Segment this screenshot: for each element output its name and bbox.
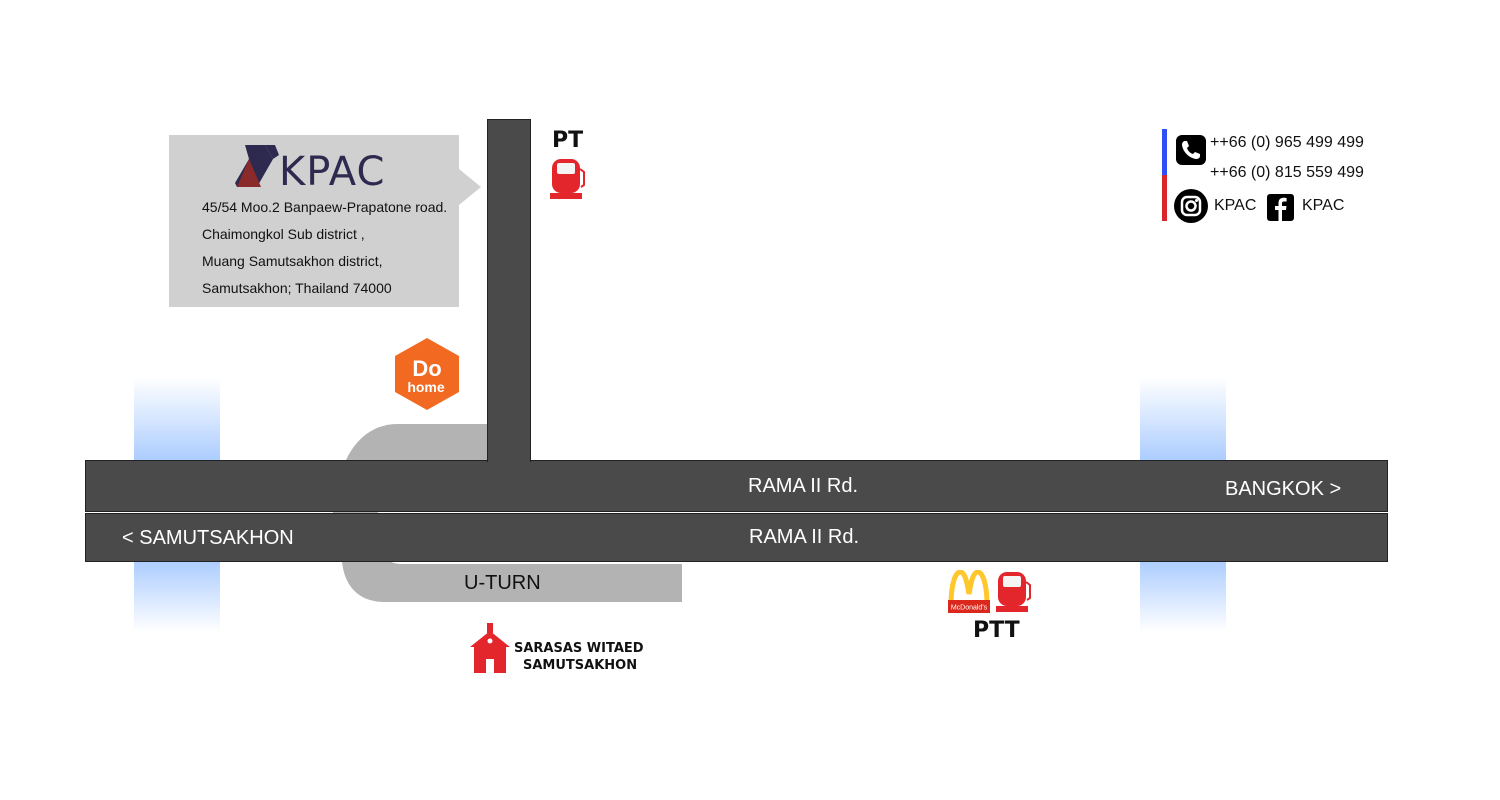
dohome-logo: Do home bbox=[395, 338, 459, 410]
fuel-pump-icon bbox=[550, 159, 585, 199]
instagram-icon[interactable] bbox=[1174, 189, 1208, 223]
kpac-brand-text: KPAC bbox=[279, 149, 386, 195]
kpac-logo bbox=[235, 145, 279, 187]
contact-accent-bar bbox=[1162, 129, 1167, 221]
mcdonalds-logo: McDonald's bbox=[948, 570, 990, 613]
facebook-handle[interactable]: KPAC bbox=[1302, 197, 1345, 214]
address-line-2: Chaimongkol Sub district , bbox=[202, 226, 365, 242]
direction-bangkok: BANGKOK > bbox=[1225, 478, 1342, 500]
school-name-line2: SAMUTSAKHON bbox=[523, 658, 638, 673]
direction-samutsakhon: < SAMUTSAKHON bbox=[122, 527, 294, 549]
ptt-label: PTT bbox=[973, 618, 1020, 643]
mcdonalds-sign-text: McDonald's bbox=[951, 605, 988, 612]
kpac-address-card: KPAC 45/54 Moo.2 Banpaew-Prapatone road.… bbox=[169, 135, 459, 307]
uturn-lane bbox=[342, 560, 682, 602]
lower-road-label: RAMA II Rd. bbox=[749, 526, 860, 548]
rama-ii-road-upper bbox=[85, 460, 1388, 512]
school-icon bbox=[470, 623, 510, 673]
upper-road-label: RAMA II Rd. bbox=[748, 475, 859, 497]
address-line-4: Samutsakhon; Thailand 74000 bbox=[202, 280, 392, 296]
banpaew-road-vertical bbox=[487, 119, 531, 462]
fuel-pump-icon bbox=[996, 572, 1031, 612]
facebook-icon[interactable] bbox=[1267, 194, 1294, 221]
canal-left-north bbox=[134, 378, 220, 462]
rama-ii-road-lower bbox=[85, 513, 1388, 562]
dohome-logo-text-bottom: home bbox=[407, 379, 445, 395]
address-line-1: 45/54 Moo.2 Banpaew-Prapatone road. bbox=[202, 199, 448, 215]
uturn-label: U-TURN bbox=[464, 572, 541, 594]
instagram-handle[interactable]: KPAC bbox=[1214, 197, 1257, 214]
dohome-logo-text-top: Do bbox=[412, 356, 441, 381]
card-pointer bbox=[459, 169, 481, 205]
canal-right-south bbox=[1140, 560, 1226, 632]
canal-right-north bbox=[1140, 378, 1226, 462]
pt-label: PT bbox=[552, 128, 584, 153]
canal-left-south bbox=[134, 560, 220, 632]
phone-number-2[interactable]: ++66 (0) 815 559 499 bbox=[1210, 164, 1364, 181]
frontage-road-north bbox=[345, 424, 487, 462]
address-line-3: Muang Samutsakhon district, bbox=[202, 253, 383, 269]
school-name-line1: SARASAS WITAED bbox=[514, 641, 644, 656]
phone-number-1[interactable]: ++66 (0) 965 499 499 bbox=[1210, 134, 1364, 151]
phone-icon bbox=[1176, 135, 1206, 165]
